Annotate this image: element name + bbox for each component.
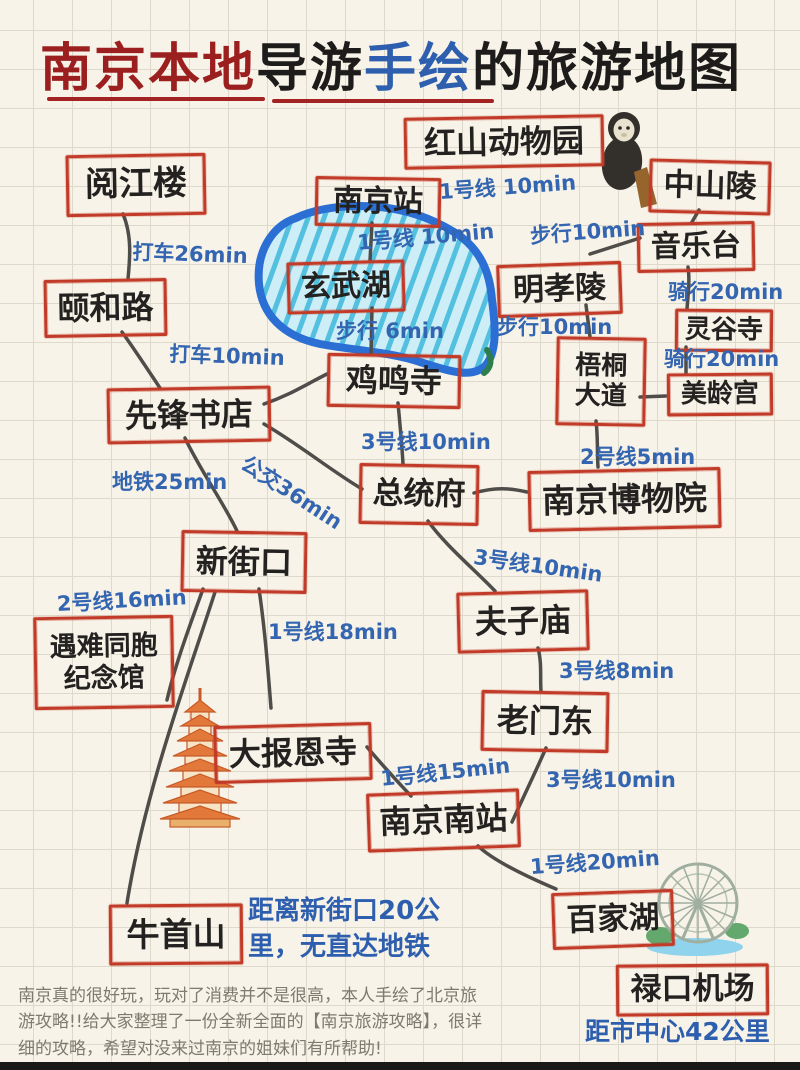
location-box-xianfeng-bookstore: 先锋书店	[106, 385, 272, 445]
route-label-line3-10min-zongtongfu: 3号线10min	[361, 430, 491, 454]
location-box-fuzimiao: 夫子庙	[456, 589, 590, 654]
title-underline	[47, 97, 265, 101]
location-box-nanjing-museum: 南京博物院	[527, 466, 722, 533]
title-part-black: 导游	[256, 39, 365, 99]
route-label-walk-10min-wutong: 步行10min	[497, 315, 613, 339]
route-label-walk-6min: 步行 6min	[336, 319, 444, 343]
location-box-nanjing-south-station: 南京南站	[366, 788, 521, 853]
location-box-zongtongfu: 总统府	[358, 462, 480, 527]
location-box-laomendong: 老门东	[480, 689, 610, 754]
location-box-dabaoensi: 大报恩寺	[213, 721, 373, 785]
route-label-metro-25min: 地铁25min	[112, 470, 228, 494]
route-label-taxi-10min: 打车10min	[169, 341, 286, 371]
route-label-line2-5min: 2号线5min	[580, 445, 696, 469]
bottom-caption: 南京真的很好玩，玩对了消费并不是很高，本人手绘了北京旅 游攻略!!给大家整理了一…	[18, 986, 483, 1059]
location-box-xinjiekou: 新街口	[180, 529, 308, 595]
note-niushoushan-distance: 距离新街口20公 里，无直达地铁	[248, 896, 441, 963]
route-label-bike-20min-linggusi: 骑行20min	[668, 280, 784, 304]
monkey-icon	[601, 112, 657, 208]
location-box-xuanwuhu: 玄武湖	[286, 259, 406, 315]
location-box-yuejianglou: 阅江楼	[65, 152, 207, 218]
route-label-taxi-26min: 打车26min	[132, 239, 249, 269]
title-underline	[272, 99, 494, 103]
location-box-mingxiaoling: 明孝陵	[496, 260, 623, 319]
route-label-bike-20min-meiling: 骑行20min	[664, 347, 780, 371]
route-label-line3-10min-south: 3号线10min	[546, 768, 676, 792]
route-label-line3-8min: 3号线8min	[559, 659, 675, 683]
location-box-niushoushan: 牛首山	[108, 903, 244, 966]
location-box-wutong-avenue: 梧桐 大道	[555, 336, 647, 427]
location-box-jimingsi: 鸡鸣寺	[326, 352, 462, 410]
location-box-yinyuetai: 音乐台	[636, 220, 756, 274]
note-airport-distance: 距市中心42公里	[585, 1017, 770, 1046]
title-part-blue: 手绘	[364, 39, 473, 99]
location-box-zhongshanling: 中山陵	[648, 158, 772, 216]
xuanwu-lake-shape	[254, 202, 499, 377]
bottom-black-bar	[0, 1062, 800, 1070]
location-box-hongshan-zoo: 红山动物园	[403, 114, 605, 170]
lake-green-tip	[481, 347, 494, 376]
connection-lines	[120, 208, 701, 905]
ferris-wheel-icon	[646, 862, 749, 956]
location-box-memorial-hall: 遇难同胞 纪念馆	[33, 614, 175, 711]
title-part-black2: 的旅游地图	[472, 39, 743, 99]
location-box-yihe-road: 颐和路	[43, 277, 168, 339]
route-label-line1-18min: 1号线18min	[268, 620, 398, 644]
location-box-meilinggong: 美龄宫	[666, 372, 774, 417]
title-part-red: 南京本地	[40, 39, 257, 99]
pagoda-icon	[159, 688, 241, 828]
page-title: 南京本地导游手绘的旅游地图	[40, 26, 780, 101]
location-box-lukou-airport: 禄口机场	[615, 963, 770, 1017]
location-box-baijiahu: 百家湖	[551, 888, 675, 951]
